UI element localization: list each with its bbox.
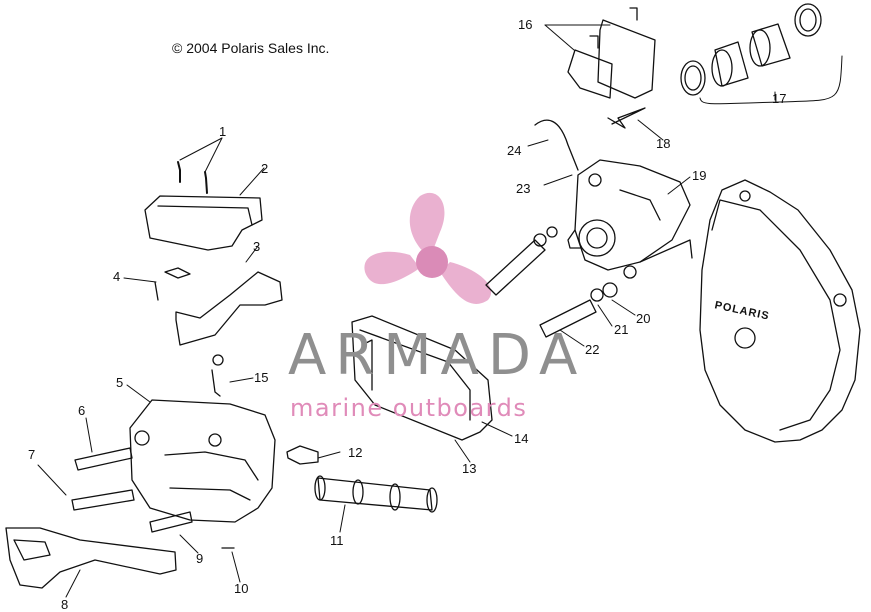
callout-12: 12 bbox=[348, 445, 363, 460]
callout-3: 3 bbox=[253, 239, 261, 254]
gearcase-cover bbox=[699, 179, 861, 443]
caliper-bolts bbox=[485, 226, 618, 338]
callout-17: 17 bbox=[772, 91, 787, 106]
callout-4: 4 bbox=[113, 269, 121, 284]
callout-18: 18 bbox=[656, 136, 671, 151]
callout-7: 7 bbox=[28, 447, 36, 462]
callout-15: 15 bbox=[254, 370, 269, 385]
callout-13: 13 bbox=[462, 461, 477, 476]
callout-5: 5 bbox=[116, 375, 124, 390]
reservoir-cover bbox=[144, 161, 263, 251]
leader-lines bbox=[37, 24, 776, 598]
callout-11: 11 bbox=[330, 533, 344, 548]
callout-19: 19 bbox=[692, 168, 707, 183]
callout-1: 1 bbox=[219, 124, 227, 139]
brake-lever bbox=[5, 527, 177, 589]
brake-caliper bbox=[567, 159, 693, 279]
housing-bolts bbox=[71, 447, 235, 549]
drive-shaft bbox=[314, 475, 438, 513]
master-cylinder-housing bbox=[129, 399, 276, 523]
retaining-clip bbox=[607, 107, 646, 129]
callout-2: 2 bbox=[261, 161, 269, 176]
lever-assembly bbox=[154, 267, 283, 397]
callout-14: 14 bbox=[514, 431, 529, 446]
side-cover bbox=[351, 315, 493, 441]
callout-20: 20 bbox=[636, 311, 651, 326]
brake-pads bbox=[567, 7, 656, 99]
callout-10: 10 bbox=[234, 581, 249, 596]
callout-9: 9 bbox=[196, 551, 204, 566]
callout-24: 24 bbox=[507, 143, 522, 158]
piston-rings bbox=[680, 3, 843, 105]
watermark-brand: ARMADA bbox=[288, 323, 587, 388]
callout-23: 23 bbox=[516, 181, 531, 196]
callout-21: 21 bbox=[614, 322, 629, 337]
brake-hose bbox=[534, 119, 579, 171]
propeller-logo-icon bbox=[364, 192, 492, 304]
bracket-clip bbox=[286, 445, 319, 465]
callout-16: 16 bbox=[518, 17, 533, 32]
callout-6: 6 bbox=[78, 403, 86, 418]
watermark-tagline: marine outboards bbox=[290, 394, 528, 422]
copyright-notice: © 2004 Polaris Sales Inc. bbox=[172, 40, 330, 56]
callout-8: 8 bbox=[61, 597, 69, 612]
callout-22: 22 bbox=[585, 342, 600, 357]
